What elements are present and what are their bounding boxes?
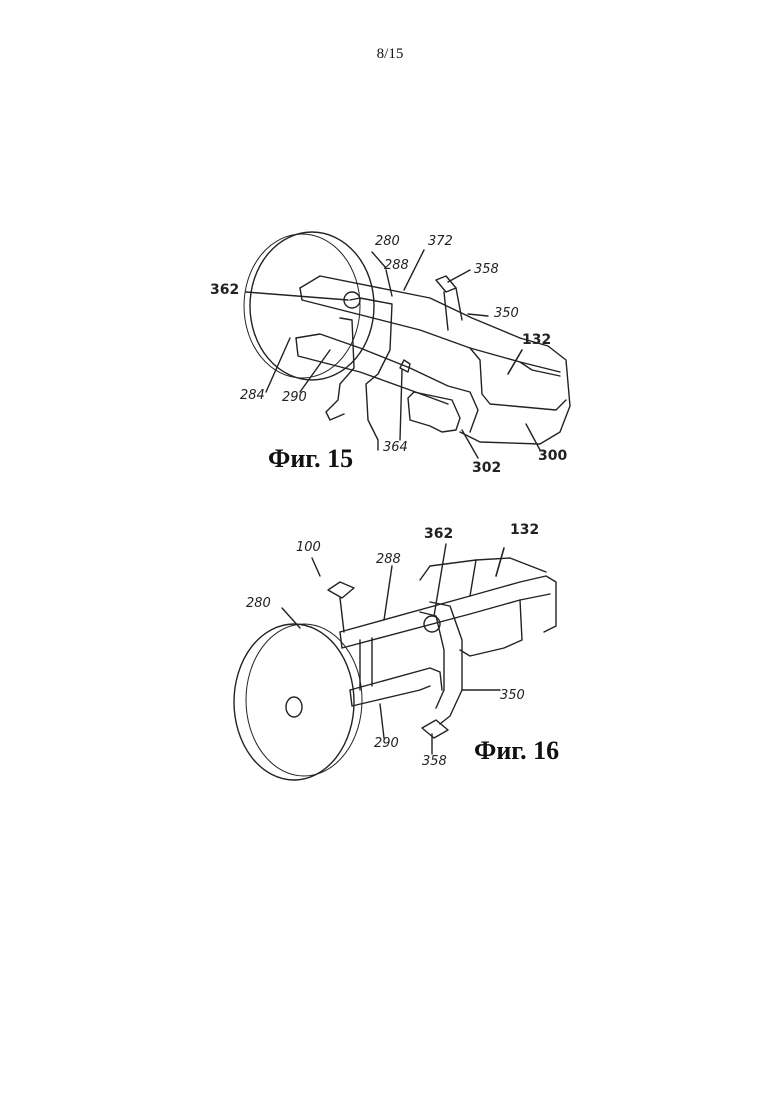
ref-358: 358 <box>422 754 447 769</box>
figure-16-caption: Фиг. 16 <box>474 736 559 766</box>
ref-350: 350 <box>500 688 525 703</box>
ref-280: 280 <box>246 596 271 611</box>
ref-362: 362 <box>424 526 453 542</box>
ref-288: 288 <box>376 552 401 567</box>
ref-132: 132 <box>510 522 539 538</box>
ref-290: 290 <box>374 736 399 751</box>
ref-100: 100 <box>296 540 321 555</box>
